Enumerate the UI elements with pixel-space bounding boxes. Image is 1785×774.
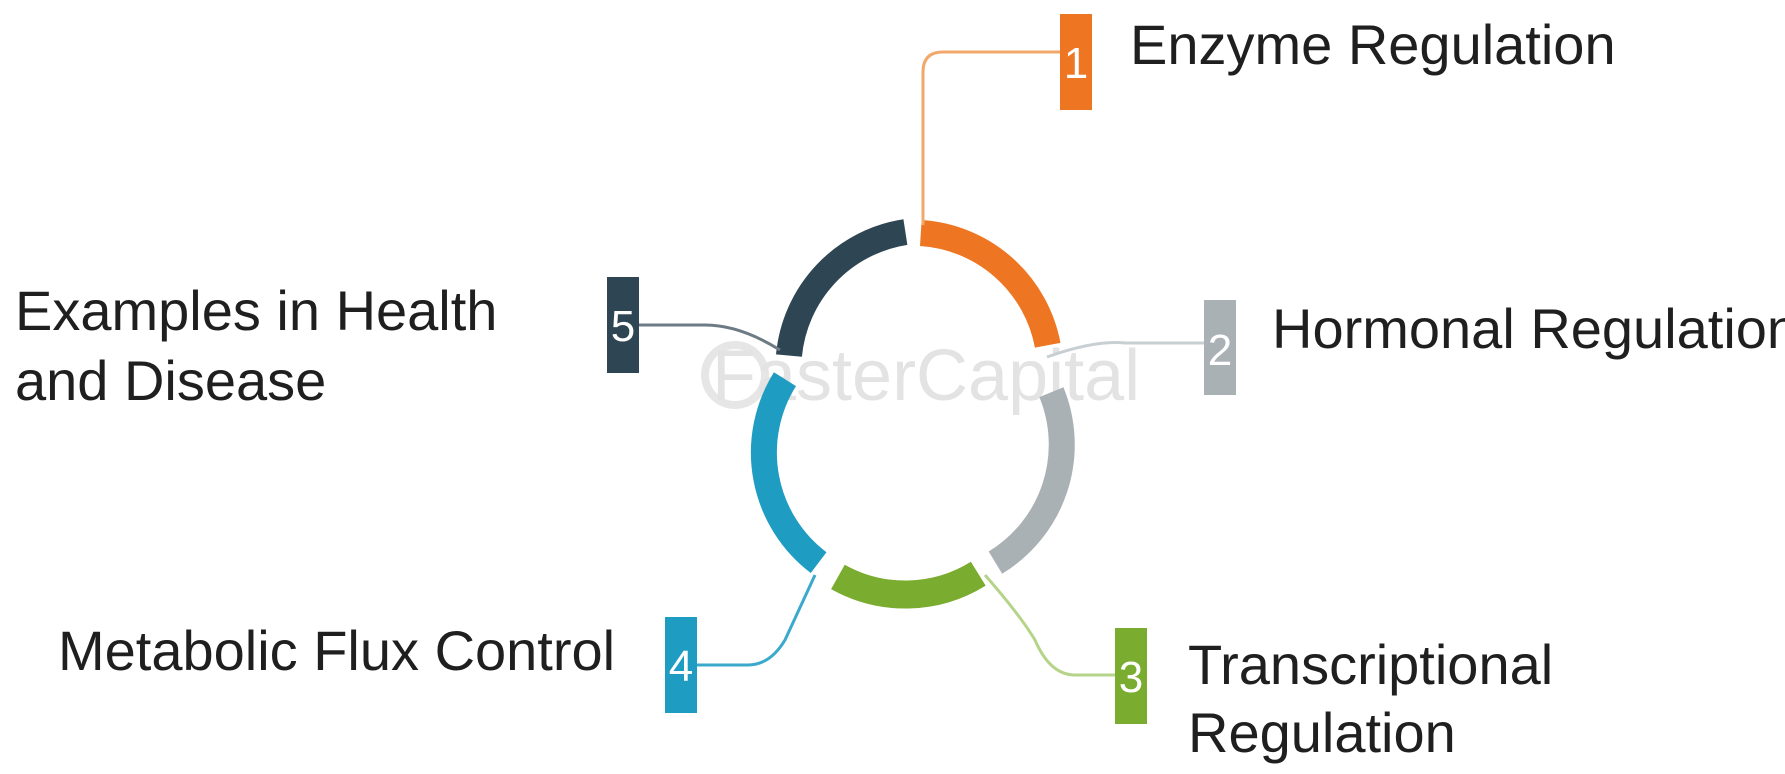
badge-3-box — [1115, 628, 1147, 724]
badge-2-box — [1204, 300, 1236, 395]
badge-5-number: 5 — [611, 302, 635, 351]
ring — [750, 219, 1075, 609]
item-3-label-line-1: Transcriptional — [1188, 633, 1553, 696]
connector-4 — [690, 574, 817, 667]
item-3-label-line-2: Regulation — [1188, 701, 1456, 764]
connector-1 — [921, 50, 1063, 225]
item-1-label: Enzyme Regulation — [1130, 13, 1616, 76]
badge-4-number: 4 — [669, 642, 693, 691]
item-5-label-line-2: and Disease — [15, 349, 326, 412]
ring-segment-3 — [831, 561, 986, 609]
item-5-label-line-1: Examples in Health — [15, 279, 497, 342]
badge-4-box — [665, 617, 697, 713]
badge-2: 2 — [1204, 300, 1236, 395]
labels: Enzyme Regulation Hormonal Regulation Tr… — [15, 13, 1785, 764]
connector-3 — [983, 574, 1118, 677]
badge-3-number: 3 — [1119, 653, 1143, 702]
badge-5-box — [607, 277, 639, 373]
connector-2 — [1046, 341, 1205, 359]
badge-1-box — [1060, 14, 1092, 110]
watermark-logo-icon — [701, 341, 769, 409]
number-badges: 1 2 3 4 5 — [607, 14, 1236, 724]
badge-1-number: 1 — [1064, 39, 1088, 88]
item-4-label: Metabolic Flux Control — [58, 619, 615, 682]
connector-5 — [630, 323, 781, 352]
ring-segment-2 — [988, 387, 1075, 574]
ring-segment-4 — [750, 372, 827, 573]
badge-4: 4 — [665, 617, 697, 713]
ring-segment-5 — [776, 219, 908, 358]
badge-1: 1 — [1060, 14, 1092, 110]
badge-2-number: 2 — [1208, 326, 1232, 375]
badge-5: 5 — [607, 277, 639, 373]
item-2-label: Hormonal Regulation — [1272, 297, 1785, 360]
badge-3: 3 — [1115, 628, 1147, 724]
ring-segment-1 — [919, 220, 1061, 348]
connectors — [630, 50, 1205, 677]
